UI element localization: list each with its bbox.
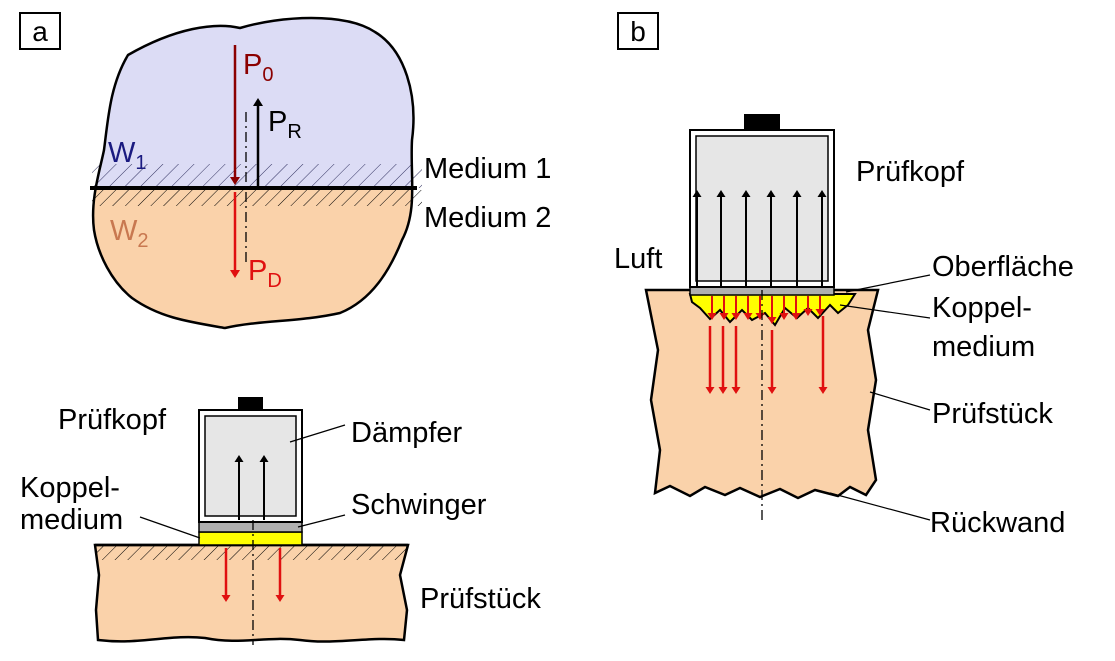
air-label-b: Luft [614, 243, 662, 275]
specimen-label-b: Prüfstück [932, 398, 1053, 430]
medium1-label: Medium 1 [424, 153, 551, 185]
panel-b-label: b [630, 16, 646, 47]
w2-label: W2 [110, 215, 149, 252]
couplant-label-a-2: medium [20, 504, 123, 536]
specimen-a-hatch [97, 546, 406, 560]
couplant-b-arrows [707, 296, 825, 324]
probe-label-b: Prüfkopf [856, 156, 965, 188]
p0-label: P0 [243, 49, 273, 86]
blob-outline [91, 16, 415, 330]
couplant-label-a-1: Koppel- [20, 472, 120, 504]
pd-label: PD [248, 255, 282, 292]
probe-b-arrows [692, 190, 827, 286]
panel-a-label-box [19, 12, 61, 50]
backwall-label-b: Rückwand [930, 507, 1065, 539]
panel-b: b [614, 12, 1074, 539]
pr-label: PR [268, 106, 302, 143]
couplant-label-b-1: Koppel- [932, 292, 1032, 324]
couplant-a [198, 531, 303, 546]
w1-label: W1 [108, 137, 147, 174]
damper-label-a: Dämpfer [351, 417, 463, 449]
couplant-label-b-2: medium [932, 331, 1035, 363]
probe-label-a: Prüfkopf [58, 404, 167, 436]
panel-a-probe-setup: Prüfkopf Dämpfer Koppel- medium Schwinge… [20, 397, 541, 645]
medium2-hatch [92, 190, 422, 206]
specimen-b-arrows [705, 316, 828, 394]
panel-a: a P0 PR PD W1 W2 Medium 1 Mediu [19, 12, 551, 330]
surface-label-b: Oberfläche [932, 251, 1074, 283]
medium2-label: Medium 2 [424, 202, 551, 234]
connector-a [238, 397, 263, 410]
panel-a-label: a [32, 16, 48, 47]
connector-b [744, 114, 780, 130]
medium2-region [93, 188, 413, 328]
damper-b [695, 135, 829, 282]
specimen-a [93, 543, 410, 643]
damper-a [204, 415, 297, 517]
panel-b-label-box [617, 12, 659, 50]
specimen-label-a: Prüfstück [420, 583, 541, 615]
transducer-label-a: Schwinger [351, 489, 487, 521]
